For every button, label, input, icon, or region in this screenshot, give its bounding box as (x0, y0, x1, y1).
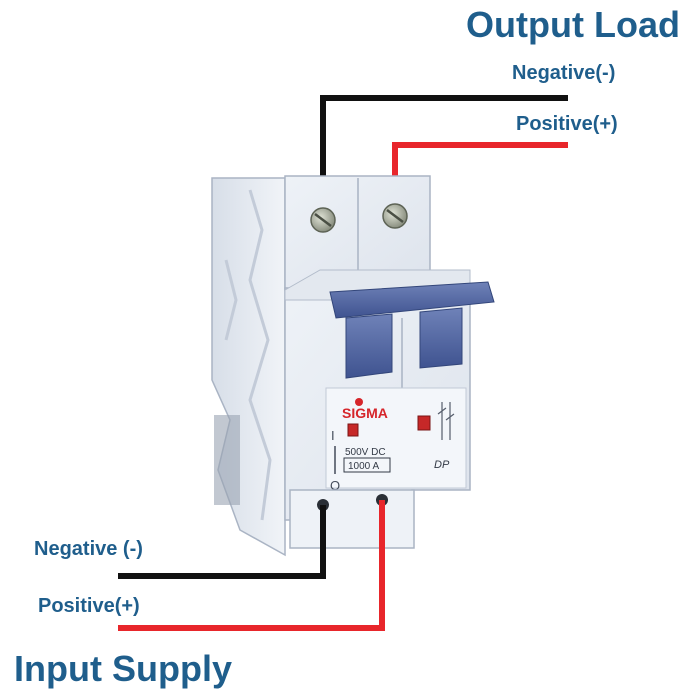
input-negative-wire (118, 505, 326, 579)
side-rib-2 (224, 259, 238, 341)
terminal-screw-icon (310, 207, 336, 233)
output-negative-label: Negative(-) (512, 62, 616, 84)
label-panel (325, 387, 467, 489)
input-positive-wire (118, 500, 385, 631)
input-negative-label: Negative (-) (34, 538, 143, 560)
off-mark: O (330, 478, 340, 493)
indicator-window-right (417, 415, 431, 431)
output-load-title: Output Load (466, 4, 680, 45)
output-positive-label: Positive(+) (516, 113, 618, 135)
toggle-right (419, 307, 463, 369)
side-rib (248, 189, 272, 521)
on-mark: I (331, 428, 335, 443)
pole-marking: DP (434, 459, 450, 471)
breaker-brand: SIGMA (342, 405, 388, 421)
toggle-left (345, 313, 393, 379)
brand-logo-icon (355, 398, 363, 406)
breaking-capacity: 1000 A (348, 461, 379, 472)
voltage-rating: 500V DC (345, 447, 386, 458)
terminal-screw-icon (382, 203, 408, 229)
output-negative-wire (320, 95, 568, 205)
din-clip (214, 415, 240, 505)
indicator-window (347, 423, 359, 437)
circuit-breaker: SIGMA I O 500V DC 1000 A DP (211, 175, 495, 557)
input-supply-title: Input Supply (14, 648, 232, 689)
input-positive-label: Positive(+) (38, 595, 140, 617)
bottom-terminal-block (289, 489, 415, 549)
toggle-bar (329, 281, 495, 319)
circuit-symbol-icon (437, 402, 455, 440)
capacity-box (343, 457, 391, 473)
